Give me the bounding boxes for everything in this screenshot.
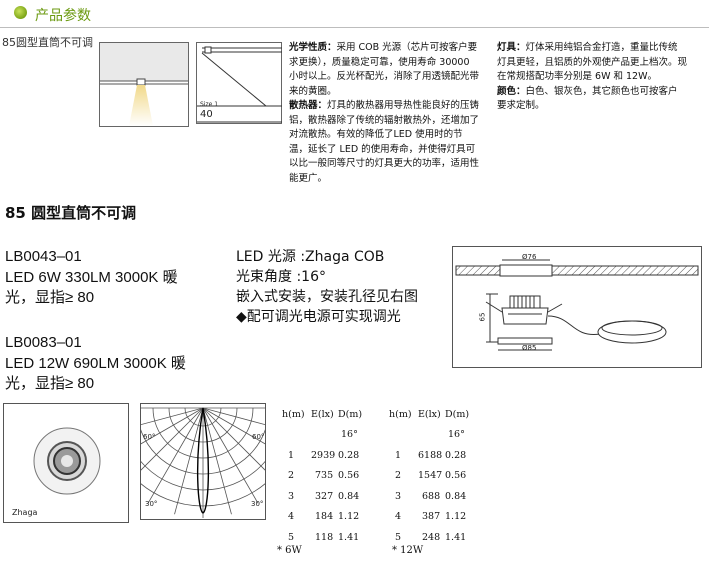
polar-grid-ray [202, 407, 266, 445]
polar-grid-ray [147, 407, 204, 504]
polar-grid-ray [202, 407, 266, 426]
polar-label-30: 30° [145, 500, 158, 508]
table-row: 16° [341, 429, 358, 441]
page-title: 产品参数 [35, 8, 91, 24]
model-description: LED 6W 330LM 3000K 暖 光，显指≥ 80 [5, 269, 178, 306]
dimension-drawing [452, 246, 702, 368]
polar-grid-ray [140, 407, 204, 426]
header-divider [0, 27, 709, 28]
feature-item: 光束角度 :16° [236, 269, 326, 285]
spec-optics: 光学性质：采用 COB 光源（芯片可按客户要求更换），质量稳定可靠，使用寿命 3… [289, 42, 480, 97]
spec-color: 颜色：白色、银灰色，其它颜色也可按客户要求定制。 [497, 85, 678, 112]
polar-grid-ray [202, 407, 266, 472]
dim-body: Ø85 [522, 344, 537, 352]
bullet-icon [14, 6, 27, 19]
feature-item: 嵌入式安装，安装孔径见右图 [236, 289, 418, 305]
footnote-12w: * 12W [392, 545, 424, 556]
table-header-row: h(m) E(lx) D(m) [282, 408, 363, 420]
polar-grid-ray [174, 407, 204, 515]
spec-heatsink: 散热器：灯具的散热器用导热性能良好的压铸铝，散热器除了传统的辐射散热外，还增加了… [289, 100, 480, 184]
product-photo [3, 403, 129, 523]
feature-item: LED 光源 :Zhaga COB [236, 249, 385, 265]
dim-height: 65 [478, 312, 487, 322]
photo-label: Zhaga [12, 508, 38, 517]
polar-diagram [140, 403, 266, 520]
table-row: 16° [448, 429, 465, 441]
section-diagram [196, 42, 282, 124]
product-title: 85 圆型直筒不可调 [5, 204, 137, 222]
polar-grid-ray [140, 407, 204, 445]
polar-grid-ray [202, 407, 259, 504]
size-value: 40 [200, 109, 213, 120]
size-label: Size 1 [200, 101, 219, 108]
footnote-6w: * 6W [277, 545, 302, 556]
model-code: LB0043–01 [5, 248, 82, 265]
spec-column-right: 灯具：灯体采用纯铝合金打造，重量比传统灯具更轻，且铝质的外观使产品更上档次。现在… [497, 41, 687, 114]
feature-item: ◆配可调光电源可实现调光 [236, 309, 401, 325]
spec-body: 灯具：灯体采用纯铝合金打造，重量比传统灯具更轻，且铝质的外观使产品更上档次。现在… [497, 42, 688, 82]
feature-list: LED 光源 :Zhaga COB 光束角度 :16° 嵌入式安装，安装孔径见右… [236, 247, 451, 327]
polar-label-60: 60° [252, 433, 265, 441]
model-description: LED 12W 690LM 3000K 暖 光，显指≥ 80 [5, 355, 186, 392]
beam-distribution-curve [196, 407, 210, 514]
polar-label-30: 30° [251, 500, 264, 508]
table-header-row: h(m) E(lx) D(m) [389, 408, 470, 420]
header-bar [0, 0, 709, 27]
polar-label-60: 60° [143, 433, 156, 441]
model-code: LB0083–01 [5, 334, 82, 351]
image-alt-label: 85圆型直筒不可调 [2, 36, 93, 49]
spec-column-left: 光学性质：采用 COB 光源（芯片可按客户要求更换），质量稳定可靠，使用寿命 3… [289, 41, 481, 186]
dim-hole: Ø76 [522, 253, 537, 261]
polar-grid-ray [140, 407, 204, 472]
beam-illustration [99, 42, 189, 127]
polar-grid-ray [202, 407, 232, 515]
